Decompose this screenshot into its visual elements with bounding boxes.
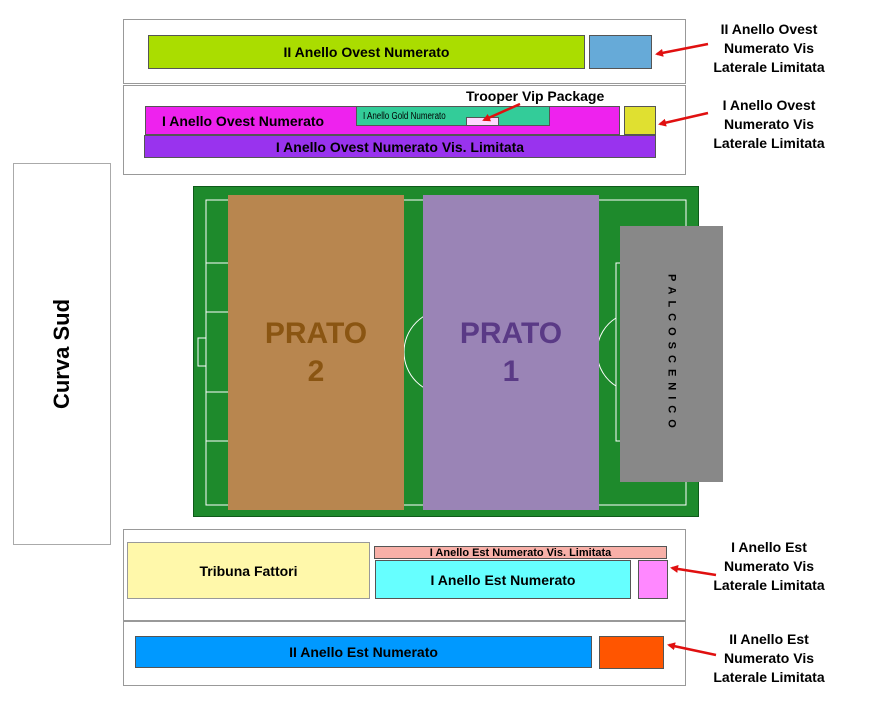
section-anello1-ovest-lat[interactable] (624, 106, 656, 135)
callout-line: Numerato Vis (724, 116, 814, 132)
callout-anello1-ovest-lat: I Anello Ovest Numerato Vis Laterale Lim… (697, 96, 841, 153)
section-prato-2[interactable]: PRATO 2 (228, 195, 404, 510)
stage-label: PALCOSCENICO (665, 274, 678, 434)
section-label: Tribuna Fattori (199, 562, 298, 579)
callout-line: I Anello Est (731, 539, 807, 555)
section-anello2-ovest-numerato[interactable]: II Anello Ovest Numerato (148, 35, 585, 69)
callout-line: Laterale Limitata (713, 135, 825, 151)
prato-label: PRATO (459, 316, 563, 350)
section-curva-sud[interactable]: Curva Sud (13, 163, 111, 545)
section-prato-1[interactable]: PRATO 1 (423, 195, 599, 510)
section-anello2-ovest-lat[interactable] (589, 35, 652, 69)
section-label: I Anello Ovest Numerato (162, 112, 325, 129)
label-trooper-vip: Trooper Vip Package (466, 88, 605, 104)
section-tribuna-fattori[interactable]: Tribuna Fattori (127, 542, 370, 599)
section-label: I Anello Est Numerato Vis. Limitata (429, 546, 612, 559)
section-label: II Anello Ovest Numerato (283, 44, 450, 60)
section-anello1-est-numerato[interactable]: I Anello Est Numerato (375, 560, 631, 599)
callout-anello1-est-lat: I Anello Est Numerato Vis Laterale Limit… (697, 538, 841, 595)
callout-line: II Anello Est (729, 631, 809, 647)
prato-label: PRATO (264, 316, 368, 350)
section-label: I Anello Gold Numerato (363, 110, 446, 122)
prato-number: 2 (307, 354, 325, 388)
stage-palcoscenico: PALCOSCENICO (620, 226, 723, 482)
callout-line: Numerato Vis (724, 40, 814, 56)
prato-number: 1 (502, 354, 520, 388)
section-anello2-est-lat[interactable] (599, 636, 664, 669)
arrow-anello1-est (670, 564, 717, 577)
callout-anello2-ovest-lat: II Anello Ovest Numerato Vis Laterale Li… (697, 20, 841, 77)
section-anello1-est-lat[interactable] (638, 560, 668, 599)
callout-line: Numerato Vis (724, 650, 814, 666)
callout-line: Numerato Vis (724, 558, 814, 574)
arrow-anello2-ovest (655, 42, 709, 57)
arrow-anello2-est (667, 642, 717, 657)
callout-line: Laterale Limitata (713, 59, 825, 75)
section-anello2-est-numerato[interactable]: II Anello Est Numerato (135, 636, 592, 668)
section-label: I Anello Ovest Numerato Vis. Limitata (275, 138, 525, 155)
section-anello1-ovest-vis-limitata[interactable]: I Anello Ovest Numerato Vis. Limitata (144, 135, 656, 158)
section-label: I Anello Est Numerato (430, 571, 576, 588)
arrow-anello1-ovest (658, 111, 709, 127)
callout-anello2-est-lat: II Anello Est Numerato Vis Laterale Limi… (697, 630, 841, 687)
callout-line: II Anello Ovest (720, 21, 818, 37)
callout-line: Laterale Limitata (713, 669, 825, 685)
section-label: II Anello Est Numerato (289, 644, 438, 660)
callout-line: I Anello Ovest (722, 97, 816, 113)
arrow-trooper-vip (482, 102, 521, 122)
callout-line: Laterale Limitata (713, 577, 825, 593)
section-anello1-est-vis-limitata[interactable]: I Anello Est Numerato Vis. Limitata (374, 546, 667, 559)
